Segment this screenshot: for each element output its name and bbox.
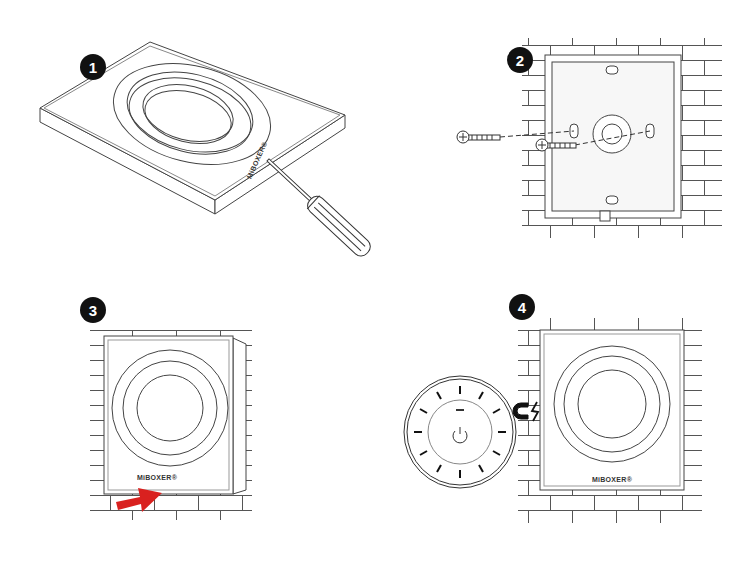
callout-number: 2: [507, 47, 533, 73]
wall-panel: [104, 336, 246, 494]
callout-text: 2: [516, 53, 524, 68]
mounting-plate: [545, 55, 681, 221]
brick-wall: [90, 330, 252, 520]
brick-wall: [522, 38, 722, 238]
screw: [457, 131, 574, 143]
brand-label: MiBOXER®: [137, 474, 177, 481]
push-arrow: [116, 488, 162, 512]
wall-panel: [540, 330, 684, 490]
callout-number: 3: [80, 297, 106, 323]
callout-number: 1: [80, 54, 106, 80]
brand-label: MiBOXER®: [592, 476, 632, 483]
magnet-symbol: [513, 402, 538, 421]
callout-text: 4: [518, 300, 526, 315]
screwdriver: [262, 153, 374, 259]
callout-text: 3: [89, 303, 97, 318]
remote-dial: [404, 376, 516, 488]
callout-number: 4: [509, 294, 535, 320]
brick-wall: [518, 318, 702, 523]
panel-front-view: [40, 42, 345, 214]
callout-text: 1: [89, 60, 97, 75]
screw: [536, 131, 650, 151]
